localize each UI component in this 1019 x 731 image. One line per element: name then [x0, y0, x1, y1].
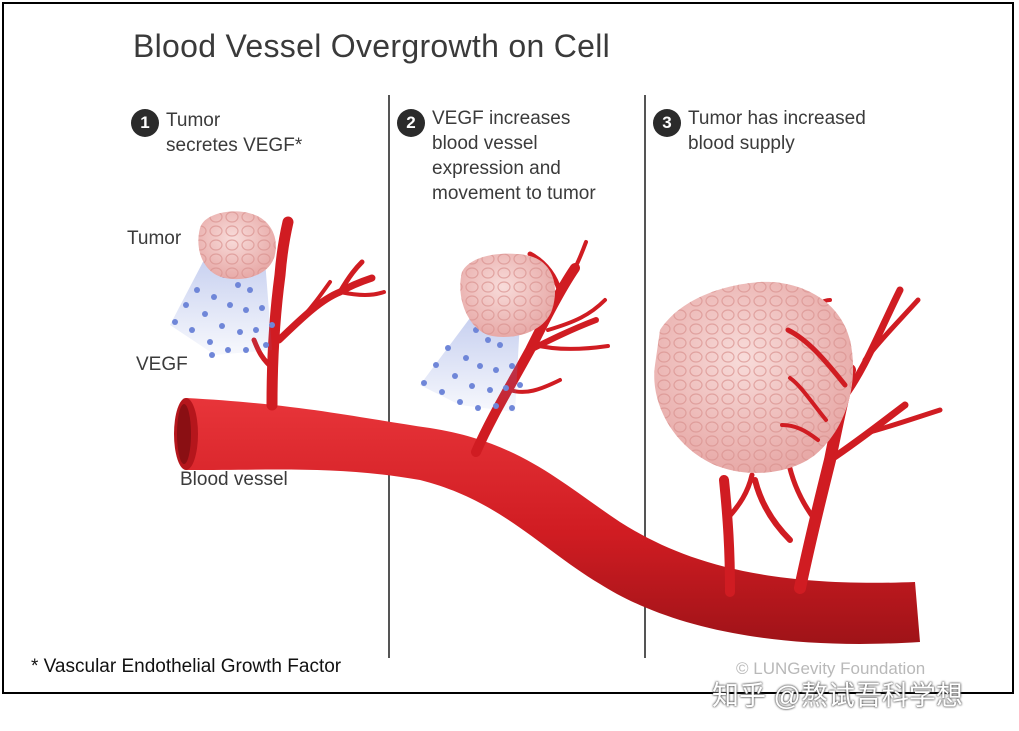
- vegf-label: VEGF: [136, 354, 188, 375]
- step-3-badge: 3: [653, 109, 681, 137]
- step-2-badge: 2: [397, 109, 425, 137]
- tumor-label: Tumor: [127, 228, 182, 249]
- step-2-text: VEGF increases blood vessel expression a…: [432, 108, 596, 204]
- footnote: * Vascular Endothelial Growth Factor: [31, 656, 342, 677]
- main-blood-vessel: [174, 398, 920, 644]
- tumor-panel-2: [460, 253, 556, 337]
- step-1-text: Tumor secretes VEGF*: [166, 110, 303, 156]
- step-3-text: Tumor has increased blood supply: [688, 108, 866, 154]
- watermark: 知乎 @熬试吾科学想: [712, 681, 963, 711]
- tumor-panel-3: [654, 281, 854, 473]
- vegf-molecules-panel-2: [420, 318, 523, 412]
- figure-title: Blood Vessel Overgrowth on Cell: [133, 28, 611, 64]
- blood-vessel-label: Blood vessel: [180, 469, 288, 490]
- credit-line: © LUNGevity Foundation: [736, 659, 926, 678]
- tumor-panel-1: [198, 211, 276, 280]
- step-1-badge: 1: [131, 109, 159, 137]
- vegf-molecules-panel-1: [170, 258, 275, 358]
- vessels-over-tumor-panel-3: [780, 327, 848, 442]
